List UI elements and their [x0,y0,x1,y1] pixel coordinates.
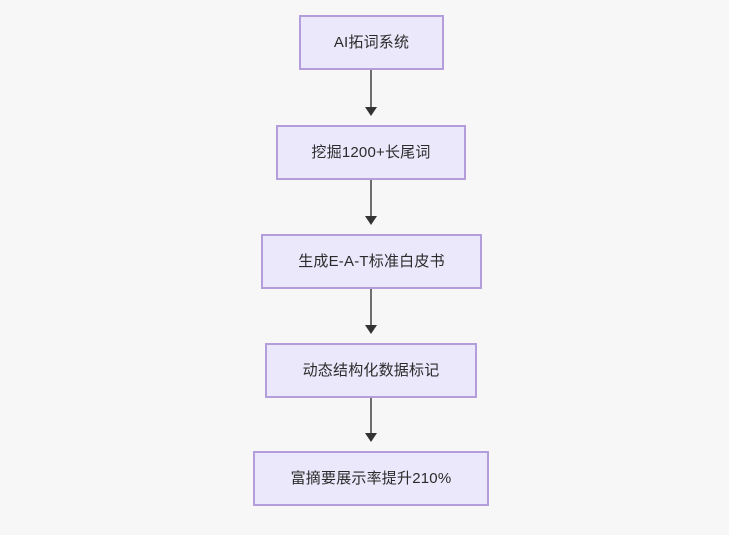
arrowhead-icon [365,216,377,225]
edge-line [370,289,372,326]
flow-node-label: 挖掘1200+长尾词 [311,143,431,161]
flow-node-label: 富摘要展示率提升210% [290,469,452,487]
flow-node-4[interactable]: 动态结构化数据标记 [265,343,477,398]
arrowhead-icon [365,433,377,442]
arrowhead-icon [365,107,377,116]
flow-node-2[interactable]: 挖掘1200+长尾词 [276,125,466,180]
edge-line [370,70,372,108]
flow-node-label: 动态结构化数据标记 [302,361,440,379]
flow-node-3[interactable]: 生成E-A-T标准白皮书 [261,234,482,289]
arrowhead-icon [365,325,377,334]
edge-line [370,398,372,434]
flow-node-5[interactable]: 富摘要展示率提升210% [253,451,489,506]
flow-node-1[interactable]: AI拓词系统 [299,15,444,70]
edge-line [370,180,372,217]
flow-node-label: 生成E-A-T标准白皮书 [298,252,445,270]
flow-node-label: AI拓词系统 [333,33,410,51]
